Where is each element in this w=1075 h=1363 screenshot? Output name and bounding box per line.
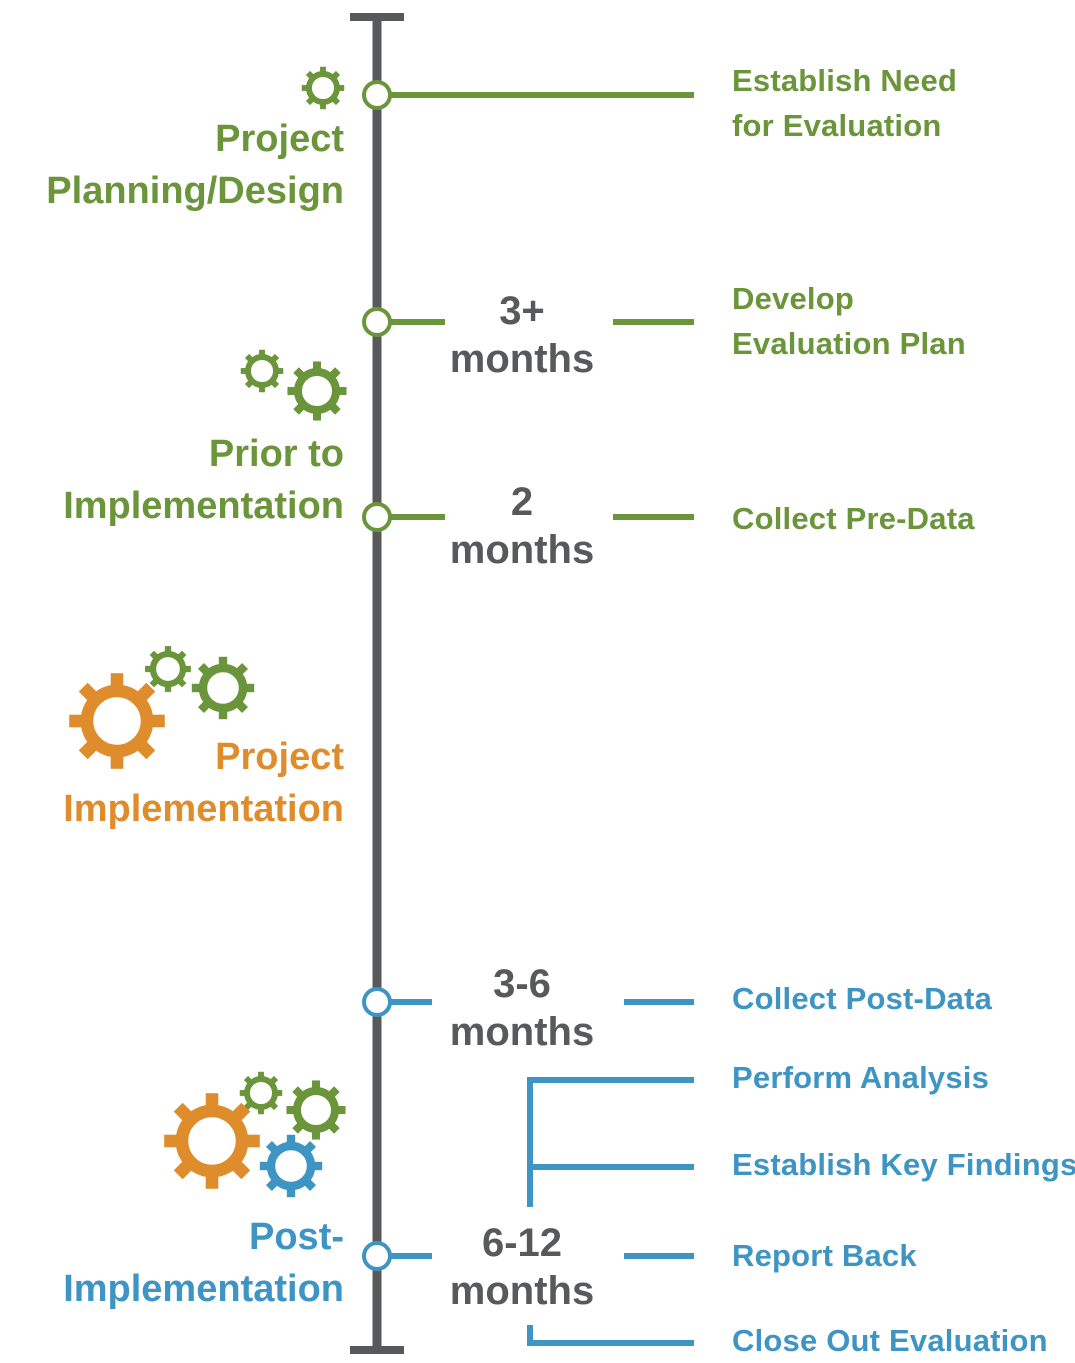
task-collect-pre-data: Collect Pre-Data (732, 501, 975, 536)
four-gears-icon (239, 1071, 283, 1115)
node-report-back (362, 1241, 392, 1271)
node-collect-pre (362, 502, 392, 532)
task-line: for Evaluation (732, 108, 942, 143)
phase-label-line: Implementation (63, 485, 344, 527)
four-gears-icon (259, 1134, 323, 1198)
two-gears-icon (240, 349, 284, 393)
phase-label-line: Project (215, 118, 344, 160)
duration-label-6-12: 6-12 months (422, 1219, 622, 1315)
phase-label-post: Post- Implementation (63, 1211, 344, 1315)
task-perform-analysis: Perform Analysis (732, 1060, 990, 1095)
phase-label-line: Implementation (63, 788, 344, 830)
phase-label-line: Implementation (63, 1268, 344, 1310)
duration-unit: months (449, 528, 595, 572)
phase-label-planning: Project Planning/Design (46, 113, 344, 217)
four-gears-icon (286, 1080, 346, 1140)
task-develop-plan: Develop Evaluation Plan (732, 276, 966, 366)
duration-label-2: 2 months (422, 478, 622, 574)
duration-value: 6-12 (481, 1221, 563, 1265)
task-report-back: Report Back (732, 1238, 917, 1273)
phase-label-prior: Prior to Implementation (63, 428, 344, 532)
three-gears-icon (191, 656, 255, 720)
phase-label-line: Post- (249, 1216, 344, 1258)
four-gears-icon (164, 1093, 260, 1189)
phase-label-line: Prior to (208, 433, 344, 475)
duration-value: 3+ (499, 289, 545, 333)
task-establish-need: Establish Need for Evaluation (732, 58, 957, 148)
duration-value: 2 (510, 480, 534, 524)
duration-unit: months (449, 337, 595, 381)
three-gears-icon (69, 673, 165, 769)
duration-unit: months (449, 1269, 595, 1313)
task-establish-key-findings: Establish Key Findings (732, 1147, 1075, 1182)
phase-label-line: Project (215, 736, 344, 778)
node-collect-post (362, 987, 392, 1017)
node-develop-plan (362, 307, 392, 337)
duration-value: 3-6 (493, 962, 551, 1006)
duration-unit: months (449, 1010, 595, 1054)
task-collect-post-data: Collect Post-Data (732, 981, 993, 1016)
phase-label-implementation: Project Implementation (63, 731, 344, 835)
three-gears-icon (145, 646, 191, 692)
task-line: Develop (732, 281, 854, 316)
duration-label-3plus: 3+ months (422, 287, 622, 383)
task-close-out-evaluation: Close Out Evaluation (732, 1323, 1048, 1358)
two-gears-icon (287, 361, 347, 421)
node-establish-need (362, 80, 392, 110)
single-gear-icon (301, 66, 345, 110)
phase-label-line: Planning/Design (46, 170, 344, 212)
duration-label-3-6: 3-6 months (422, 960, 622, 1056)
gear-icons (69, 66, 347, 1198)
task-line: Evaluation Plan (732, 326, 966, 361)
task-line: Establish Need (732, 63, 958, 98)
